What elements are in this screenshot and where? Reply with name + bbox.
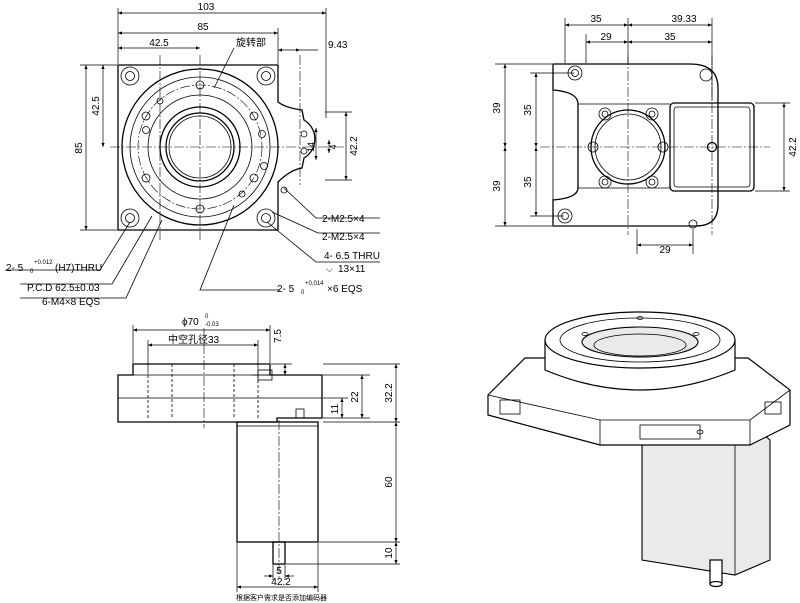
dim-42-5-left: 42.5 (91, 96, 102, 116)
bottom-view: 35 39.33 29 35 39 35 39 35 42.2 29 (492, 14, 799, 256)
hollow-bore-label: 中空孔径33 (168, 333, 220, 346)
top-view: 103 85 42.5 旋转部 9.43 85 42.5 42.2 14 4 2… (5, 2, 380, 308)
callout-m2-5-b: 2-M2.5×4 (322, 232, 365, 243)
dim-phi70: ϕ70 (182, 317, 199, 328)
dim-39-a: 39 (492, 102, 503, 114)
callout-counterbore-symbol: ⌵ (326, 264, 333, 274)
callout-h7-tol-lower: 0 (30, 269, 34, 275)
callout-eqs-tol-upper: +0.014 (305, 281, 324, 287)
corner-holes (120, 66, 276, 228)
callout-eqs-prefix: 2- 5 (277, 284, 295, 295)
dim-phi70-tol-upper: 0 (205, 314, 209, 320)
dim-42-5-top: 42.5 (149, 38, 169, 49)
dim-39-33: 39.33 (671, 14, 696, 25)
dim-14: 14 (306, 142, 316, 152)
callout-pcd: P.C.D 62.5±0.03 (27, 283, 100, 294)
callout-h7-suffix: (H7)THRU (55, 263, 102, 274)
dim-29-b: 29 (659, 245, 671, 256)
dim-42-2: 42.2 (788, 137, 799, 157)
encoder-note: 根据客户需求是否添加编码器 (236, 593, 327, 602)
callout-h7-prefix: 2- 5 (6, 263, 24, 274)
dim-85-top: 85 (197, 22, 209, 33)
dim-39-b: 39 (492, 180, 503, 192)
dim-103: 103 (198, 2, 215, 13)
callout-h7-tol-upper: +0.012 (34, 260, 53, 266)
dim-60: 60 (384, 476, 395, 488)
dim-22: 22 (350, 391, 361, 403)
dim-35-b: 35 (664, 32, 676, 43)
dim-11: 11 (330, 403, 341, 414)
dim-35-c: 35 (523, 104, 534, 116)
dim-29-a: 29 (600, 32, 612, 43)
callout-eqs-suffix: ×6 EQS (327, 284, 363, 295)
dim-5: 5 (276, 566, 282, 577)
dim-7-5: 7.5 (273, 329, 284, 343)
isometric-view (487, 311, 791, 588)
dim-42-2: 42.2 (349, 136, 360, 156)
side-view: ϕ70 0 -0.03 中空孔径33 7.5 32.2 22 11 60 10 … (117, 314, 400, 602)
callout-m2-5-a: 2-M2.5×4 (322, 214, 365, 225)
callout-m4: 6-M4×8 EQS (42, 297, 100, 308)
dim-4: 4 (328, 144, 338, 149)
dim-phi70-tol-lower: -0.03 (205, 322, 219, 328)
rotating-part-label: 旋转部 (236, 36, 266, 49)
m4-holes (141, 80, 268, 214)
callout-eqs-tol-lower: 0 (301, 290, 305, 296)
dim-9-43: 9.43 (328, 40, 348, 51)
dim-42-2: 42.2 (271, 577, 291, 588)
callout-thru-b: 13×11 (338, 264, 366, 275)
dim-35-d: 35 (523, 176, 534, 188)
dim-32-2: 32.2 (384, 383, 395, 403)
callout-thru-a: 4- 6.5 THRU (324, 251, 380, 262)
dim-35-a: 35 (590, 14, 602, 25)
dim-85-left: 85 (74, 142, 85, 154)
dim-10: 10 (384, 547, 395, 559)
